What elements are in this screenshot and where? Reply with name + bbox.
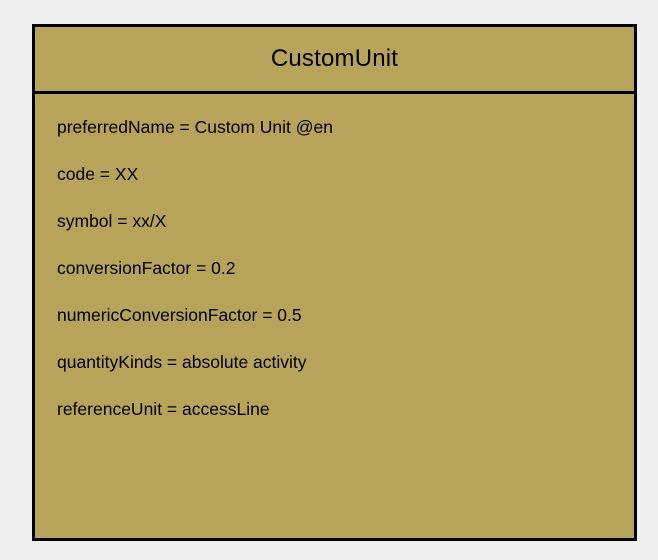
class-node-title: CustomUnit [270, 45, 399, 72]
attribute-referenceunit: referenceUnit = accessLine [57, 399, 270, 419]
class-node-header: CustomUnit [35, 27, 634, 94]
attribute-code: code = XX [57, 164, 139, 184]
attribute-symbol: symbol = xx/X [57, 211, 167, 231]
class-node-attributes: preferredName = Custom Unit @en code = X… [35, 94, 634, 433]
attribute-numericconversionfactor: numericConversionFactor = 0.5 [57, 305, 302, 325]
attribute-quantitykinds: quantityKinds = absolute activity [57, 352, 307, 372]
attribute-conversionfactor: conversionFactor = 0.2 [57, 258, 236, 278]
attribute-preferredname: preferredName = Custom Unit @en [57, 117, 334, 137]
class-node-customunit[interactable]: CustomUnit preferredName = Custom Unit @… [32, 24, 637, 541]
